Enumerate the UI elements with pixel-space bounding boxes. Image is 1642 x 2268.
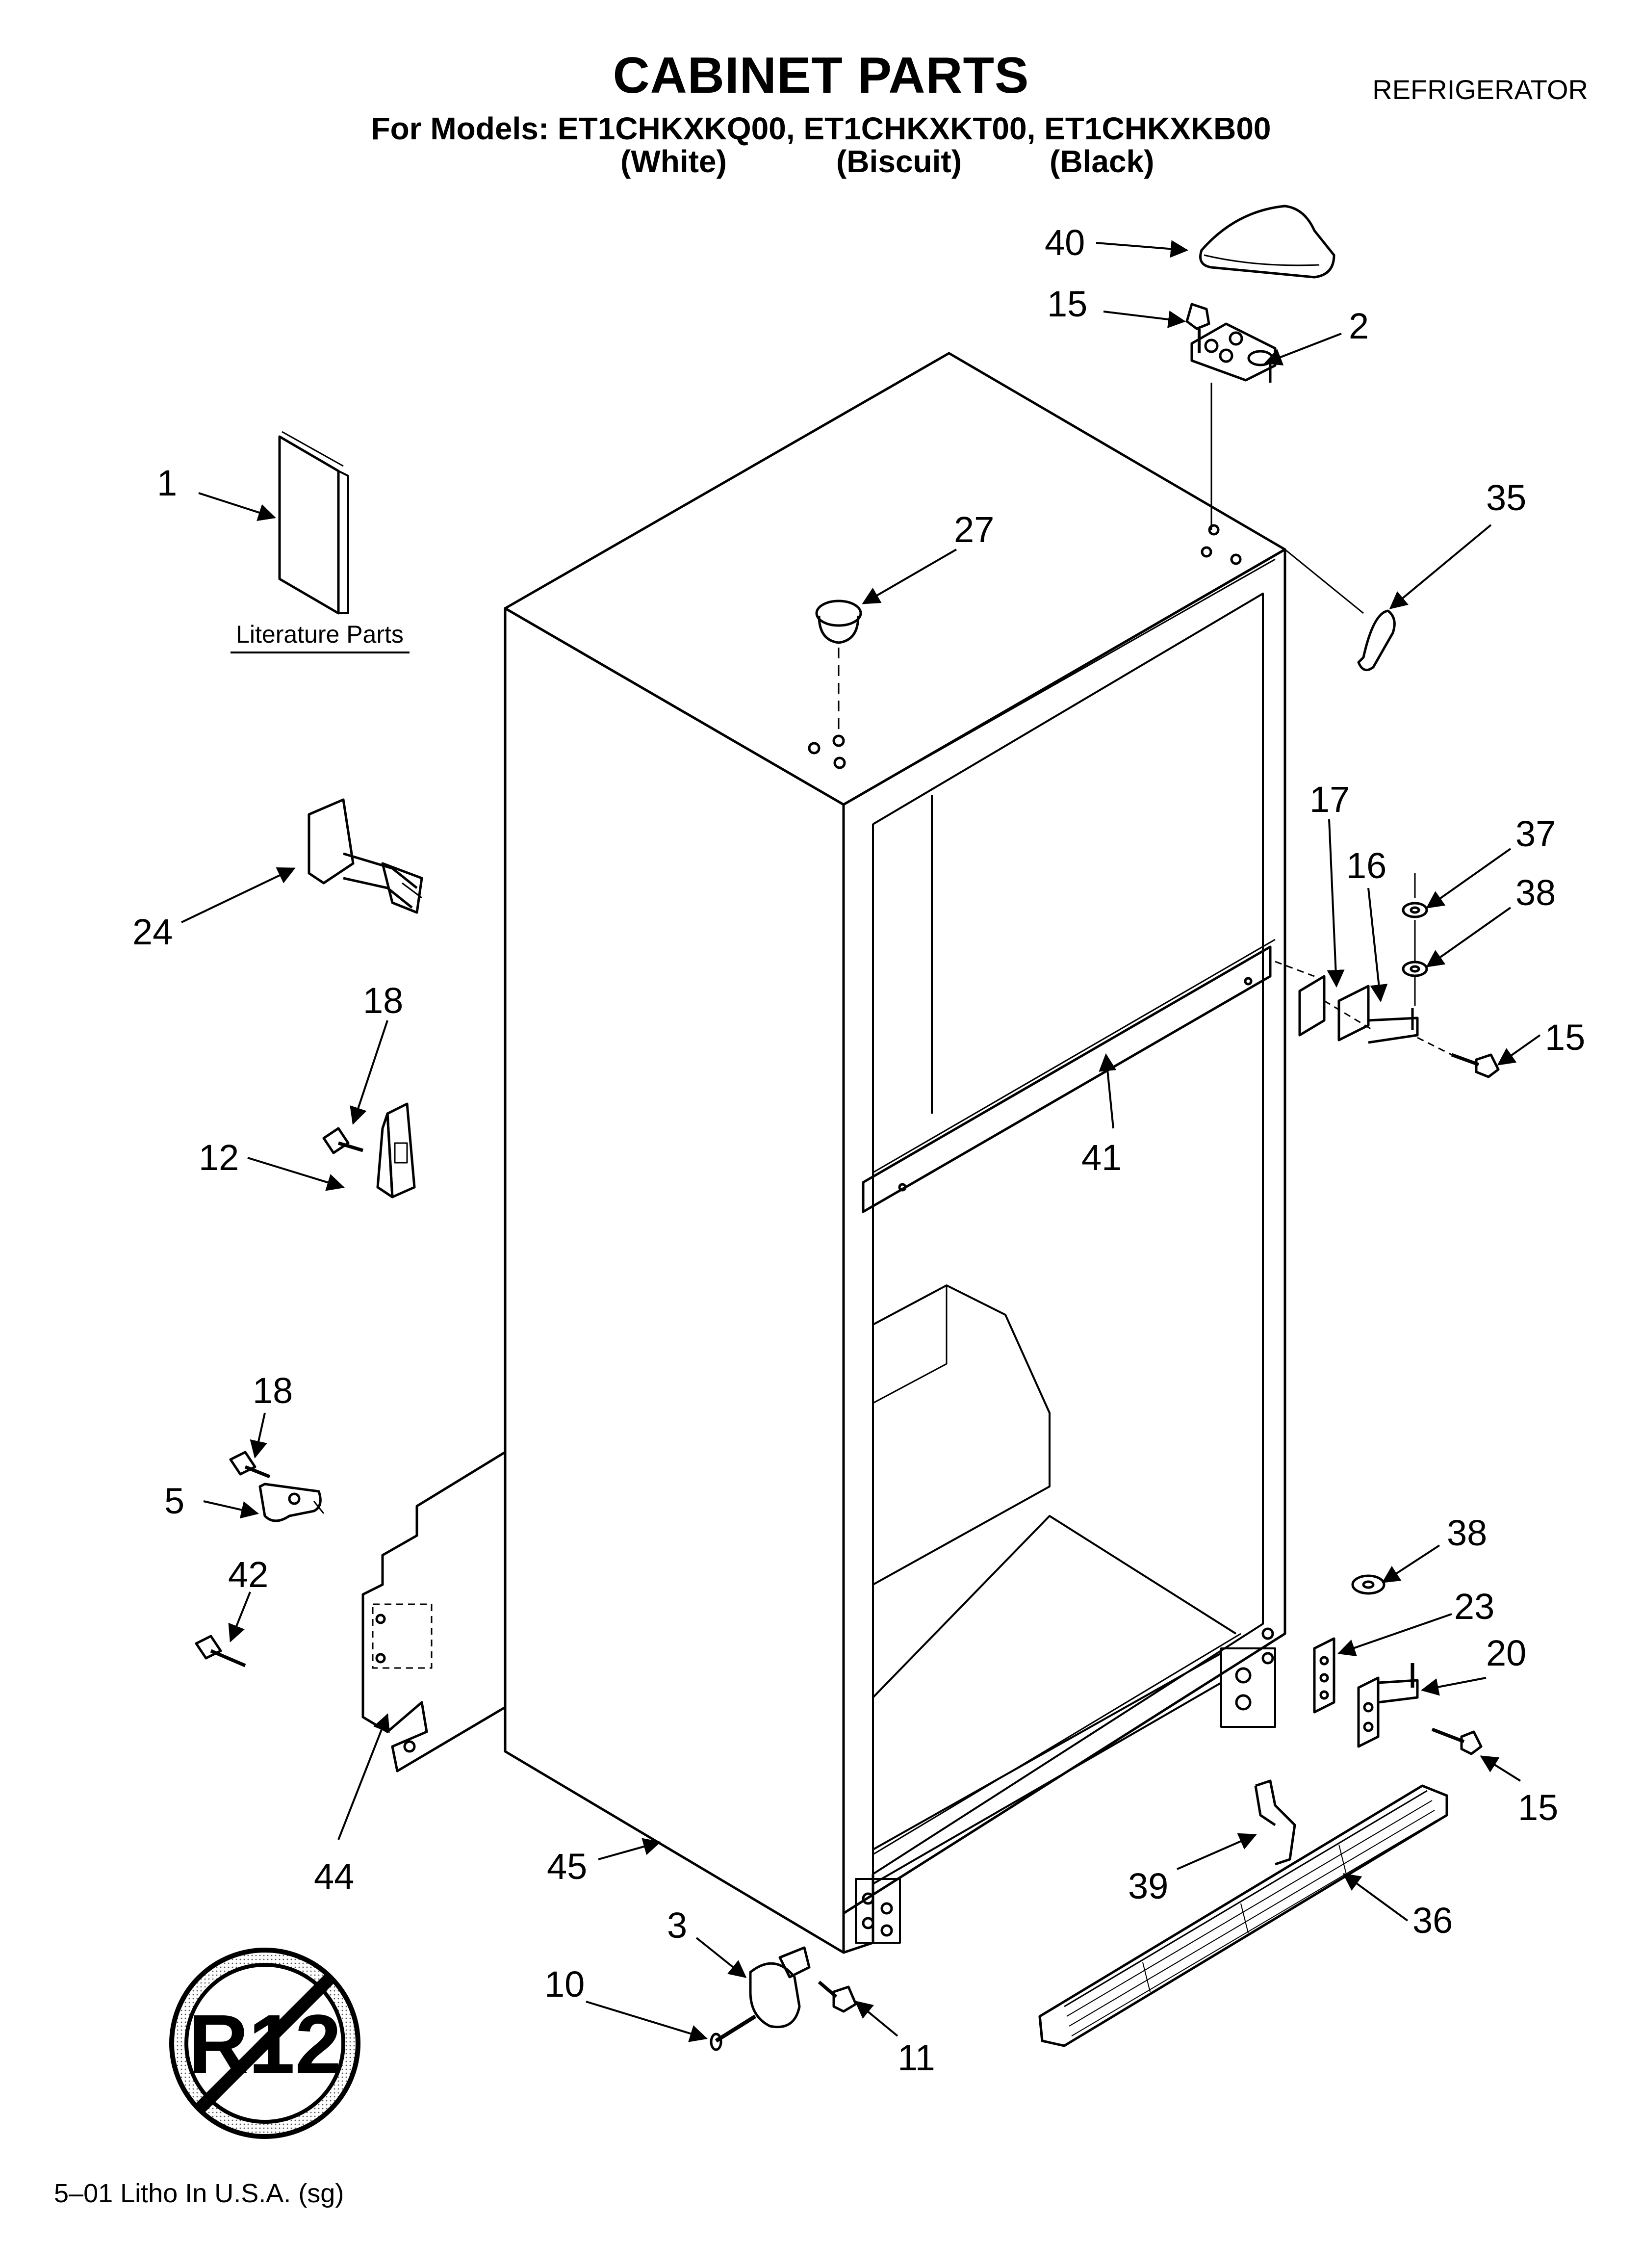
callout-27: 27 — [954, 509, 994, 550]
screw-part-18-upper — [322, 1127, 364, 1154]
variant-white: (White) — [620, 144, 727, 179]
no-r12-symbol — [169, 1948, 360, 2139]
callout-35: 35 — [1486, 477, 1526, 518]
callout-37: 37 — [1515, 813, 1556, 854]
callout-38-lower: 38 — [1447, 1512, 1487, 1553]
top-plug-part-27 — [815, 600, 862, 731]
callout-11: 11 — [898, 2037, 935, 2078]
callout-10: 10 — [544, 1964, 585, 2005]
callout-36: 36 — [1412, 1900, 1453, 1941]
callout-44: 44 — [314, 1856, 354, 1897]
washer-part-38-upper — [1402, 920, 1428, 1006]
category-label: REFRIGERATOR — [1372, 74, 1588, 105]
print-footer: 5–01 Litho In U.S.A. (sg) — [54, 2179, 344, 2208]
callout-18-upper: 18 — [363, 980, 403, 1021]
grille-clip-part-39 — [1254, 1779, 1296, 1866]
callout-1: 1 — [157, 463, 177, 503]
center-hinge-part-16 — [1337, 985, 1419, 1044]
callout-18-lower: 18 — [253, 1370, 293, 1411]
callout-2: 2 — [1349, 306, 1369, 346]
callout-24: 24 — [132, 912, 173, 952]
screw-part-11 — [818, 1981, 857, 2013]
callout-39: 39 — [1128, 1866, 1168, 1906]
callout-23: 23 — [1454, 1586, 1494, 1627]
callout-numbers: 1 2 3 5 10 11 12 15 15 15 16 17 18 18 20… — [132, 222, 1585, 2078]
rear-access-panel-part-44 — [361, 1451, 506, 1773]
roller-assembly-part-3 — [749, 1946, 811, 2029]
callout-40: 40 — [1045, 222, 1085, 263]
bottom-hinge-part-20 — [1357, 1663, 1419, 1748]
callout-16: 16 — [1346, 845, 1386, 886]
center-mullion-part-41 — [862, 938, 1315, 1213]
callout-leaders — [181, 240, 1541, 2042]
callout-15-middle: 15 — [1545, 1017, 1585, 1058]
hinge-cover-part-40 — [1199, 205, 1335, 279]
variant-biscuit: (Biscuit) — [836, 144, 962, 179]
callout-42: 42 — [228, 1554, 268, 1595]
screw-part-18-lower — [229, 1451, 271, 1479]
hinge-screw-part-15-bottom — [1431, 1727, 1483, 1755]
screw-part-42 — [195, 1635, 246, 1668]
leveling-leg-part-24 — [308, 798, 423, 914]
hinge-shim-part-23 — [1313, 1637, 1335, 1714]
top-hinge-part-2 — [1190, 322, 1277, 530]
hinge-hole-plug-part-35 — [1284, 548, 1396, 672]
models-line: For Models: ET1CHKXKQ00, ET1CHKXKT00, ET… — [371, 111, 1271, 146]
callout-15-top: 15 — [1047, 284, 1087, 324]
washer-part-37 — [1402, 873, 1428, 918]
refrigerator-cabinet — [504, 352, 1286, 1954]
callout-15-bottom: 15 — [1518, 1787, 1558, 1828]
hinge-screw-part-15-middle — [1417, 1037, 1500, 1078]
r12-symbol-text: R12 — [188, 1998, 341, 2091]
tube-clamp-part-5 — [258, 1483, 325, 1522]
callout-17: 17 — [1309, 779, 1350, 820]
callout-41: 41 — [1081, 1137, 1122, 1178]
callout-38-upper: 38 — [1515, 872, 1556, 913]
callout-3: 3 — [667, 1905, 687, 1946]
callout-20: 20 — [1486, 1633, 1526, 1673]
washer-part-38-lower — [1351, 1574, 1385, 1595]
hinge-screw-part-15-top — [1185, 303, 1210, 353]
variant-black: (Black) — [1050, 144, 1155, 179]
toe-grille-part-36 — [1038, 1784, 1448, 2047]
literature-booklet-part-1 — [278, 431, 349, 615]
page-title: CABINET PARTS — [613, 47, 1029, 104]
shim-part-17 — [1298, 975, 1374, 1037]
callout-5: 5 — [164, 1481, 184, 1521]
literature-parts-label: Literature Parts — [236, 621, 404, 648]
axle-pin-part-10 — [710, 2014, 757, 2051]
clip-part-12 — [376, 1102, 416, 1199]
callout-45: 45 — [547, 1846, 587, 1887]
callout-12: 12 — [199, 1137, 239, 1178]
